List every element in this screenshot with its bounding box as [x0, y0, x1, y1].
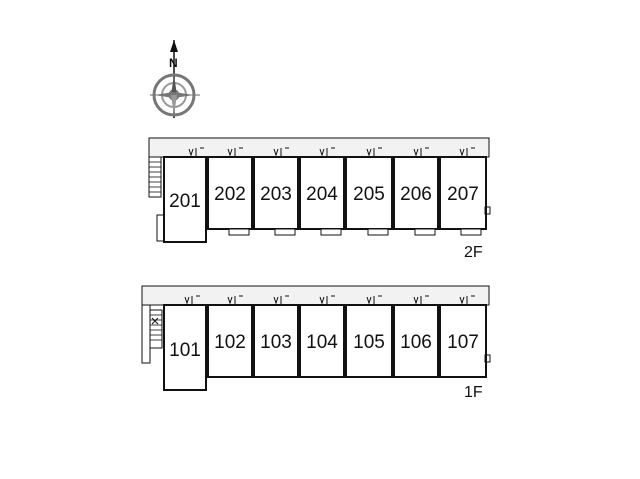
unit-101: 101	[163, 304, 207, 391]
floor-2: 201 202 203 204 205 206	[148, 137, 491, 261]
unit-105: 105	[345, 304, 393, 378]
unit-label: 105	[353, 332, 385, 353]
compass-rose-icon: N	[150, 40, 200, 118]
unit-106: 106	[393, 304, 439, 378]
floor-label: 2F	[464, 244, 483, 261]
unit-205: 205	[345, 156, 393, 236]
unit-label: 101	[169, 340, 201, 361]
unit-label: 201	[169, 191, 201, 212]
unit-label: 107	[447, 332, 479, 353]
unit-102: 102	[207, 304, 253, 378]
unit-label: 102	[214, 332, 246, 353]
unit-label: 206	[400, 184, 432, 205]
unit-207: 207	[439, 156, 487, 236]
unit-201: 201	[163, 156, 207, 243]
unit-label: 207	[447, 184, 479, 205]
unit-103: 103	[253, 304, 299, 378]
unit-107: 107	[439, 304, 487, 378]
unit-label: 106	[400, 332, 432, 353]
unit-label: 104	[306, 332, 338, 353]
unit-label: 202	[214, 184, 246, 205]
door-marks	[151, 295, 491, 363]
floor-1: 101 102 103 104 105 106 107	[141, 285, 491, 401]
unit-label: 204	[306, 184, 338, 205]
unit-206: 206	[393, 156, 439, 236]
staircase	[149, 309, 163, 349]
door-marks	[188, 147, 491, 215]
floor-label: 1F	[464, 384, 483, 401]
unit-label: 103	[260, 332, 292, 353]
unit-104: 104	[299, 304, 345, 378]
unit-label: 203	[260, 184, 292, 205]
north-label: N	[169, 56, 178, 70]
unit-203: 203	[253, 156, 299, 236]
entrance-area	[141, 304, 151, 364]
corridor	[141, 285, 490, 306]
unit-label: 205	[353, 184, 385, 205]
unit-202: 202	[207, 156, 253, 236]
unit-204: 204	[299, 156, 345, 236]
